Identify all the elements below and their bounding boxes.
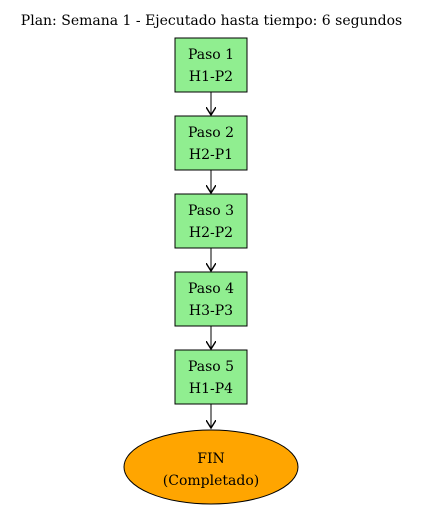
end-ellipse xyxy=(123,429,299,505)
step-label: Paso 1 xyxy=(188,47,234,63)
step-node: Paso 4 H3-P3 xyxy=(174,271,248,327)
step-pair: H2-P2 xyxy=(189,225,233,241)
step-box xyxy=(174,37,248,93)
step-box xyxy=(174,271,248,327)
step-label: Paso 3 xyxy=(188,203,234,219)
step-box xyxy=(174,115,248,171)
step-node: Paso 2 H2-P1 xyxy=(174,115,248,171)
step-label: Paso 4 xyxy=(188,281,234,297)
step-label: Paso 5 xyxy=(188,359,234,375)
step-pair: H1-P4 xyxy=(189,381,233,397)
end-status: (Completado) xyxy=(163,473,259,489)
step-pair: H3-P3 xyxy=(189,303,233,319)
step-node: Paso 3 H2-P2 xyxy=(174,193,248,249)
step-label: Paso 2 xyxy=(188,125,234,141)
end-label: FIN xyxy=(197,451,225,467)
end-node: FIN (Completado) xyxy=(123,429,299,505)
step-pair: H1-P2 xyxy=(189,69,233,85)
step-node: Paso 1 H1-P2 xyxy=(174,37,248,93)
step-pair: H2-P1 xyxy=(189,147,233,163)
diagram-title: Plan: Semana 1 - Ejecutado hasta tiempo:… xyxy=(21,13,402,29)
step-node: Paso 5 H1-P4 xyxy=(174,349,248,405)
